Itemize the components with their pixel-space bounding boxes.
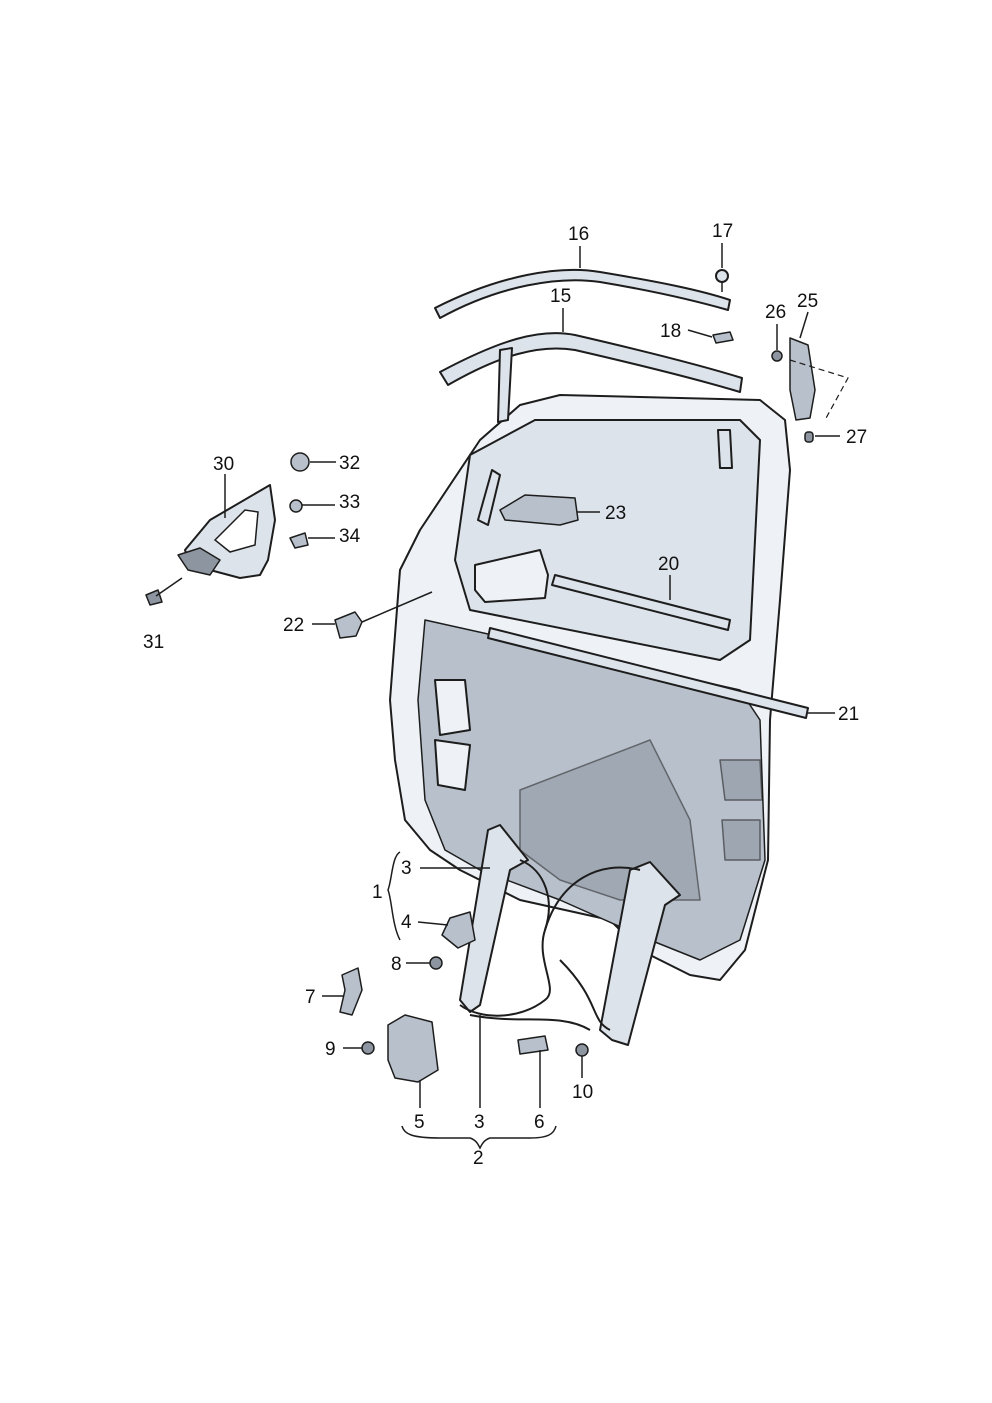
callout-30: 30 (213, 454, 234, 475)
callout-22: 22 (283, 615, 304, 636)
part-30-mirror-mount (177, 547, 221, 576)
part-15-frame-seal-front (477, 469, 501, 526)
part-26-screw (771, 350, 783, 362)
part-15-frame-seal-rear (717, 429, 733, 469)
callout-26: 26 (765, 302, 786, 323)
mirror-base (474, 549, 549, 603)
callout-32: 32 (339, 453, 360, 474)
callout-20: 20 (658, 554, 679, 575)
part-32-nut (290, 452, 310, 472)
leader-lines (224, 243, 840, 1150)
part-15-frame-seal (439, 332, 743, 393)
callout-23: 23 (605, 503, 626, 524)
callout-33: 33 (339, 492, 360, 513)
part-7-handle (339, 967, 363, 1016)
part-15-frame-seal-leg (497, 347, 513, 423)
callout-5: 5 (414, 1112, 425, 1133)
callout-1: 1 (372, 882, 383, 903)
callout-17: 17 (712, 221, 733, 242)
part-18-nut (712, 331, 734, 344)
part-30-mirror-opening (213, 509, 259, 553)
part-23-bracket (499, 494, 579, 526)
callout-10: 10 (572, 1082, 593, 1103)
part-9-nut (361, 1041, 375, 1055)
callout-15: 15 (550, 286, 571, 307)
callout-8: 8 (391, 954, 402, 975)
part-4-bracket (441, 911, 476, 949)
part-8-nut (429, 956, 443, 970)
callout-18: 18 (660, 321, 681, 342)
part-16-seal-strip (434, 268, 731, 319)
callout-3-lower: 3 (474, 1112, 485, 1133)
callout-31: 31 (143, 632, 164, 653)
callout-6: 6 (534, 1112, 545, 1133)
part-3-window-regulator (459, 824, 681, 1046)
part-20-trim-strip (551, 574, 731, 631)
callout-25: 25 (797, 291, 818, 312)
callout-3-upper: 3 (401, 858, 412, 879)
callout-9: 9 (325, 1039, 336, 1060)
callout-7: 7 (305, 987, 316, 1008)
callout-2: 2 (473, 1148, 484, 1169)
part-17-clip (715, 269, 729, 292)
part-34-clip (289, 532, 309, 549)
part-31-screw (145, 589, 163, 606)
callout-4: 4 (401, 912, 412, 933)
part-6-clip (517, 1035, 549, 1055)
part-5-motor (387, 1014, 439, 1083)
part-22-bolt (334, 611, 363, 639)
part-21-belt-strip (487, 627, 809, 719)
part-25-cover-trim (789, 337, 816, 421)
part-10-nut (575, 1043, 589, 1057)
callout-labels: 1 2 3 3 4 5 6 7 8 9 10 15 16 17 18 20 21… (143, 221, 867, 1169)
callout-27: 27 (846, 427, 867, 448)
callout-21: 21 (838, 704, 859, 725)
part-33-clip (289, 499, 303, 513)
callout-34: 34 (339, 526, 361, 547)
part-27-clip (804, 431, 814, 443)
callout-16: 16 (568, 224, 589, 245)
